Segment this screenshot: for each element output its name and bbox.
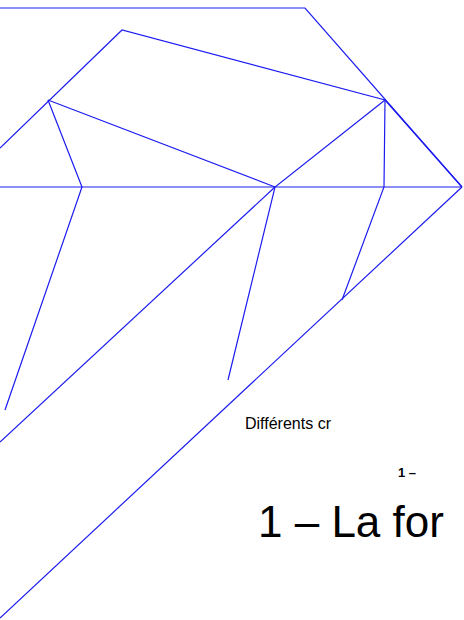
crystal-facet	[5, 100, 82, 410]
crystal-edge	[0, 187, 462, 618]
crystal-facet	[0, 30, 462, 187]
crystal-girdle	[0, 186, 462, 187]
slide-heading: 1 – La for	[258, 497, 444, 548]
crystal-outline	[0, 8, 462, 187]
section-number: 1 –	[398, 466, 416, 481]
crystal-facet	[228, 100, 385, 380]
crystal-facet	[342, 100, 385, 300]
crystal-facet	[0, 187, 275, 442]
crystal-facet	[48, 100, 275, 187]
subtitle-text: Différents cr	[245, 415, 331, 433]
